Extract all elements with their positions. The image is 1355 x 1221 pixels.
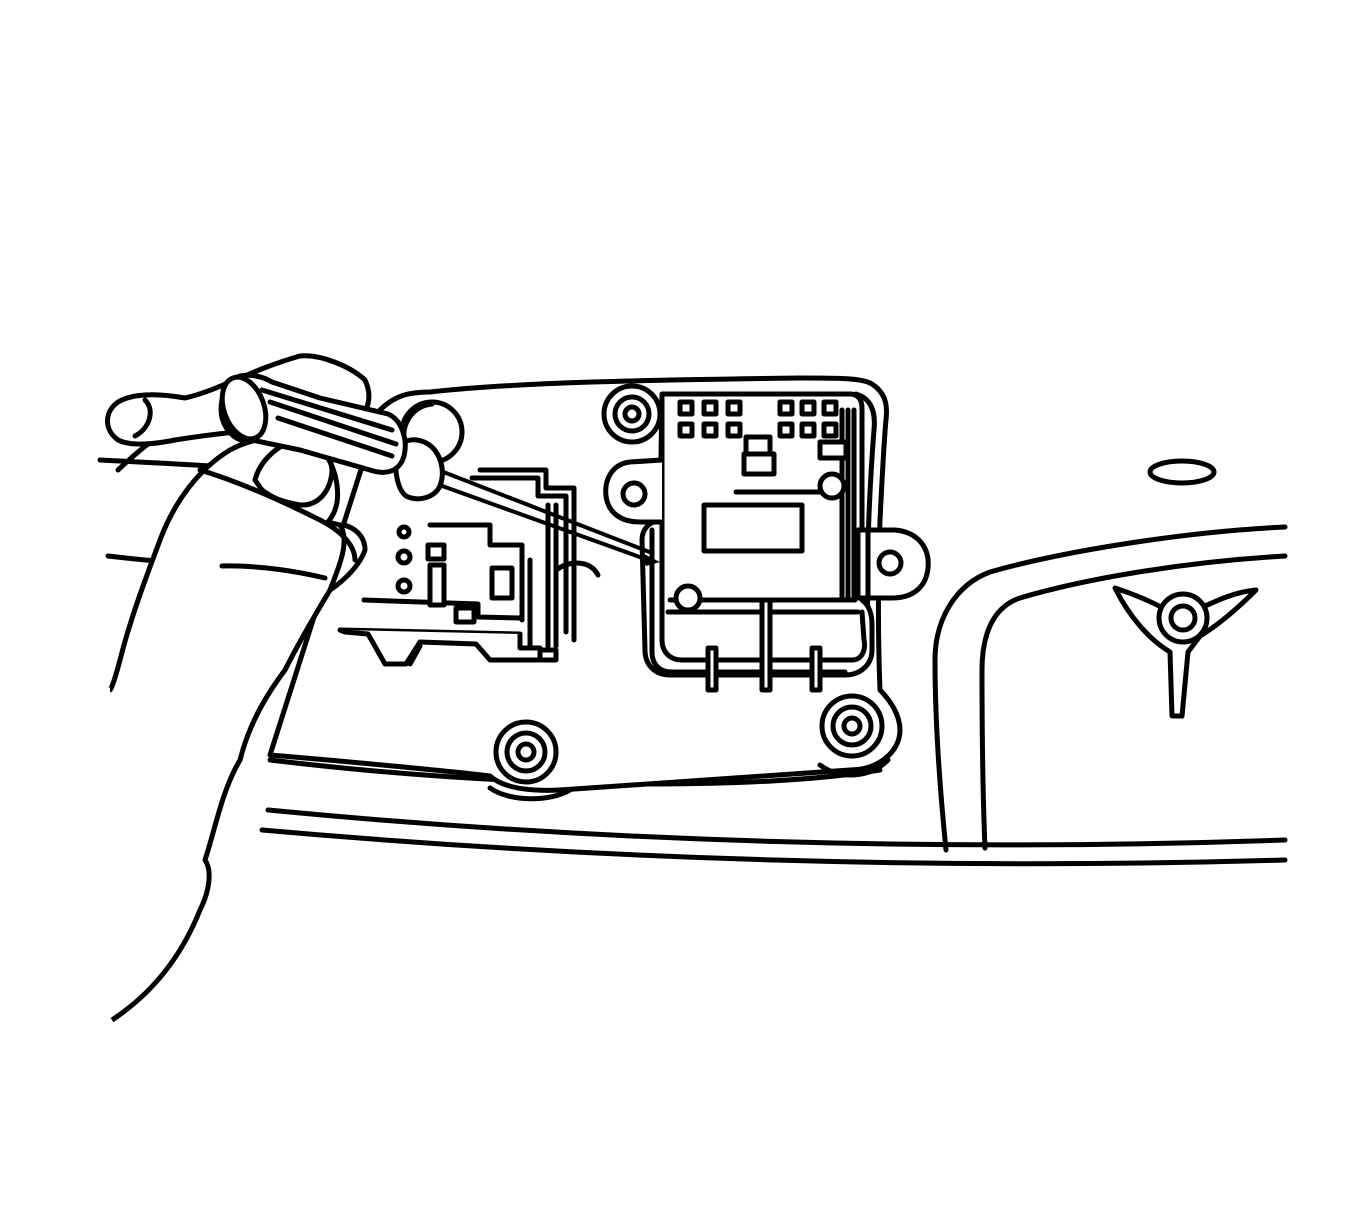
wing-retainer [1112, 585, 1259, 719]
connector-block-left [337, 467, 601, 667]
screwdriver [218, 372, 660, 566]
fastener-bottom-left [487, 719, 573, 802]
fastener-top [601, 383, 663, 445]
trim-panel [259, 458, 1288, 867]
slot-opening [1147, 458, 1217, 486]
fastener-bottom-right [817, 693, 891, 778]
